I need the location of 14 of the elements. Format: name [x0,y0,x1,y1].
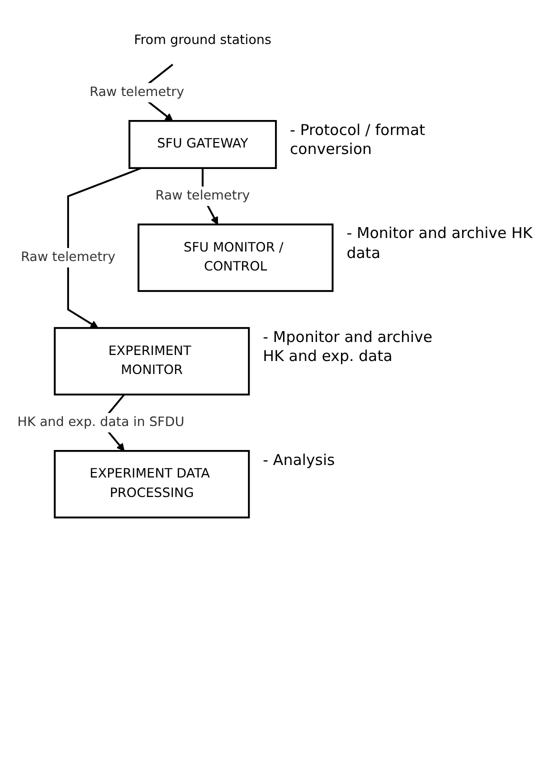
annotation-text: - Analysis [262,450,336,470]
node-box: SFU MONITOR / CONTROL [138,224,334,292]
edge-label: Raw telemetry [155,188,250,204]
node-text: From ground stations [134,33,272,48]
edge-label: HK and exp. data in SFDU [17,414,184,430]
node-box: SFU GATEWAY [128,120,277,169]
node-box: EXPERIMENT DATA PROCESSING [54,450,250,518]
arrow [67,167,142,328]
node-box: EXPERIMENT MONITOR [54,327,250,396]
edge-label: Raw telemetry [90,84,184,100]
annotation-text: - Protocol / format conversion [290,120,426,160]
annotation-text: - Mponitor and archive HK and exp. data [262,328,434,367]
annotation-text: - Monitor and archive HK data [346,224,534,264]
edge-label: Raw telemetry [20,250,116,265]
